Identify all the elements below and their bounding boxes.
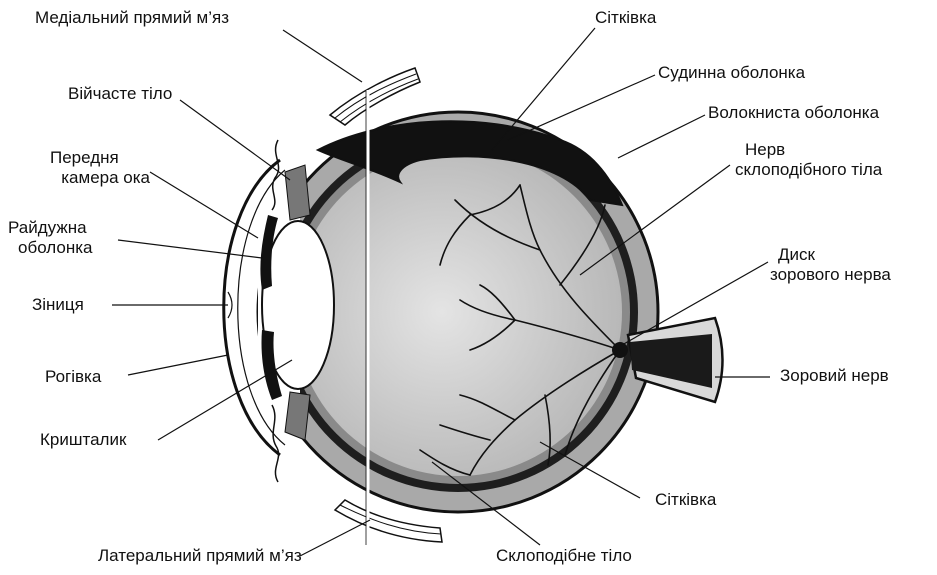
label-vitreous-body: Склоподібне тіло [496,546,632,566]
label-optic-nerve: Зоровий нерв [780,366,889,386]
label-iris: Райдужна оболонка [8,218,93,258]
label-anterior-chamber-line2: камера ока [40,168,150,188]
label-iris-line2: оболонка [8,238,93,258]
label-optic-disc-line2: зорового нерва [770,265,891,285]
label-optic-disc-line1: Диск [770,245,891,265]
label-vitreous-nerve-line2: склоподібного тіла [735,160,882,180]
label-pupil: Зіниця [32,295,84,315]
label-ciliary-body: Війчасте тіло [68,84,172,104]
vitreous-body [294,148,622,476]
ciliary-body-bottom [285,392,310,440]
label-optic-disc: Диск зорового нерва [770,245,891,285]
label-iris-line1: Райдужна [8,218,93,238]
label-anterior-chamber-line1: Передня [40,148,150,168]
medial-rectus-muscle [330,68,420,125]
label-vitreous-nerve: Нерв склоподібного тіла [735,140,882,180]
ciliary-body-top [285,165,310,220]
label-retina-top: Сітківка [595,8,656,28]
label-retina-bottom: Сітківка [655,490,716,510]
label-vitreous-nerve-line1: Нерв [735,140,882,160]
label-cornea: Рогівка [45,367,101,387]
label-medial-rectus: Медіальний прямий м’яз [35,8,229,28]
label-lateral-rectus: Латеральний прямий м’яз [98,546,302,566]
label-lens: Кришталик [40,430,126,450]
label-sclera: Волокниста оболонка [708,103,879,123]
label-choroid: Судинна оболонка [658,63,805,83]
label-anterior-chamber: Передня камера ока [40,148,150,188]
